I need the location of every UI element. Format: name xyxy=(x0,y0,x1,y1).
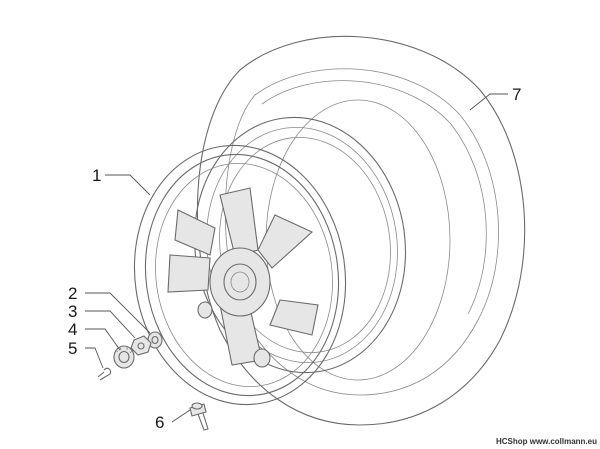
watermark: HCShop www.collmann.eu xyxy=(496,437,597,446)
valve xyxy=(189,402,209,431)
nut xyxy=(130,335,152,356)
callout-1: 1 xyxy=(92,166,101,185)
rim-back xyxy=(193,116,407,374)
split-pin xyxy=(97,367,112,381)
callout-2: 2 xyxy=(68,284,77,303)
callout-3: 3 xyxy=(68,302,77,321)
leader-lines xyxy=(85,93,508,423)
wheel-rim xyxy=(133,144,347,406)
callout-5: 5 xyxy=(68,339,77,358)
castle-nut xyxy=(113,345,135,369)
callout-7: 7 xyxy=(512,85,521,104)
callout-4: 4 xyxy=(68,320,77,339)
washer xyxy=(147,331,163,349)
callout-6: 6 xyxy=(155,413,164,432)
